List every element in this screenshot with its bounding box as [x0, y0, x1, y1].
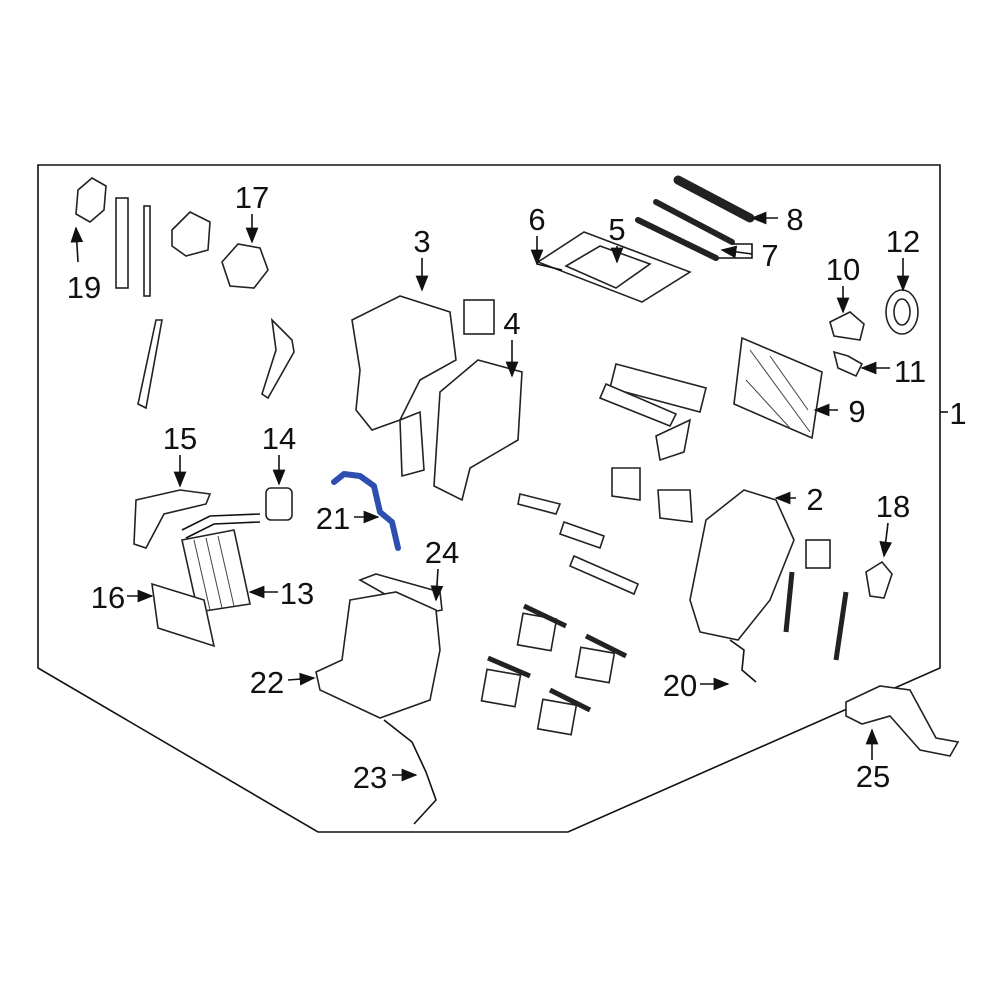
part-15 — [133, 489, 212, 549]
part-bracket-c — [655, 418, 692, 462]
part-bolt-d — [548, 687, 592, 713]
part-link-right — [261, 317, 295, 400]
leader-line-19 — [70, 226, 84, 263]
callout-17: 17 — [235, 180, 269, 215]
callout-16: 16 — [91, 580, 125, 615]
part-19-rod — [115, 197, 129, 289]
callout-21: 21 — [316, 501, 350, 536]
part-8 — [673, 175, 755, 223]
callout-11: 11 — [894, 354, 926, 389]
part-23 — [383, 719, 437, 825]
leader-line-24 — [430, 568, 444, 602]
part-21-highlighted — [331, 471, 401, 551]
part-13-fins — [193, 535, 235, 611]
callout-23: 23 — [353, 760, 387, 795]
assembly-boundary — [37, 164, 941, 833]
part-filter-b — [574, 646, 616, 684]
part-filter-d — [536, 698, 578, 736]
callout-3: 3 — [413, 224, 430, 259]
part-20 — [729, 639, 757, 683]
part-lever-a — [517, 493, 562, 515]
part-lever-b — [558, 520, 606, 550]
callout-8: 8 — [786, 202, 803, 237]
part-bracket — [171, 211, 211, 257]
part-small-3 — [399, 410, 425, 478]
callout-25: 25 — [856, 759, 890, 794]
part-19-rod2 — [143, 205, 151, 297]
callout-20: 20 — [663, 668, 697, 703]
part-rod-b — [833, 591, 849, 661]
callout-22: 22 — [250, 665, 284, 700]
part-7a — [653, 199, 735, 245]
callout-5: 5 — [608, 212, 625, 247]
part-2 — [689, 489, 795, 641]
part-19 — [75, 177, 107, 223]
part-clip-b — [657, 489, 693, 523]
part-9-hatch — [745, 349, 811, 433]
callout-2: 2 — [806, 482, 823, 517]
part-bolt-a — [522, 603, 568, 629]
part-14 — [265, 487, 293, 521]
part-bolt-c — [487, 655, 531, 679]
part-flap — [463, 299, 495, 335]
leader-elbow-6 — [536, 263, 563, 271]
part-filter-c — [480, 668, 522, 708]
part-4 — [433, 359, 523, 502]
callout-14: 14 — [262, 421, 296, 456]
callout-10: 10 — [826, 252, 860, 287]
part-13-pipes — [181, 513, 261, 539]
part-clip-a — [611, 467, 641, 501]
part-door-b — [598, 382, 678, 428]
callout-13: 13 — [280, 576, 314, 611]
part-5 — [564, 245, 652, 289]
part-link-left — [137, 319, 163, 410]
callout-4: 4 — [503, 306, 520, 341]
callout-1: 1 — [949, 396, 966, 431]
callout-9: 9 — [848, 394, 865, 429]
part-16 — [151, 582, 216, 648]
part-18 — [865, 560, 893, 599]
part-bolt-b — [584, 633, 628, 659]
callouts-group: 1234567891011121314151617181920212223242… — [67, 180, 967, 795]
part-25 — [845, 685, 960, 757]
part-13 — [181, 529, 251, 613]
callout-18: 18 — [876, 489, 910, 524]
callout-24: 24 — [425, 535, 459, 570]
parts-group — [75, 175, 960, 825]
part-3 — [351, 295, 457, 431]
part-rod-a — [783, 571, 795, 633]
part-12-inner — [893, 298, 911, 326]
part-17 — [221, 243, 269, 289]
leader-line-7 — [720, 245, 753, 259]
leader-line-18 — [879, 522, 893, 558]
part-7b — [635, 217, 719, 261]
callout-6: 6 — [528, 202, 545, 237]
part-2-connector — [805, 539, 831, 569]
callout-7: 7 — [761, 238, 778, 273]
part-door-a — [609, 363, 707, 413]
callout-15: 15 — [163, 421, 197, 456]
part-lever-c — [568, 554, 640, 596]
callout-19: 19 — [67, 270, 101, 305]
callout-12: 12 — [886, 224, 920, 259]
leader-bracket-7 — [718, 243, 753, 259]
part-11 — [832, 350, 864, 378]
leader-line-22 — [287, 672, 316, 686]
part-10 — [829, 311, 865, 341]
part-22 — [315, 591, 441, 719]
